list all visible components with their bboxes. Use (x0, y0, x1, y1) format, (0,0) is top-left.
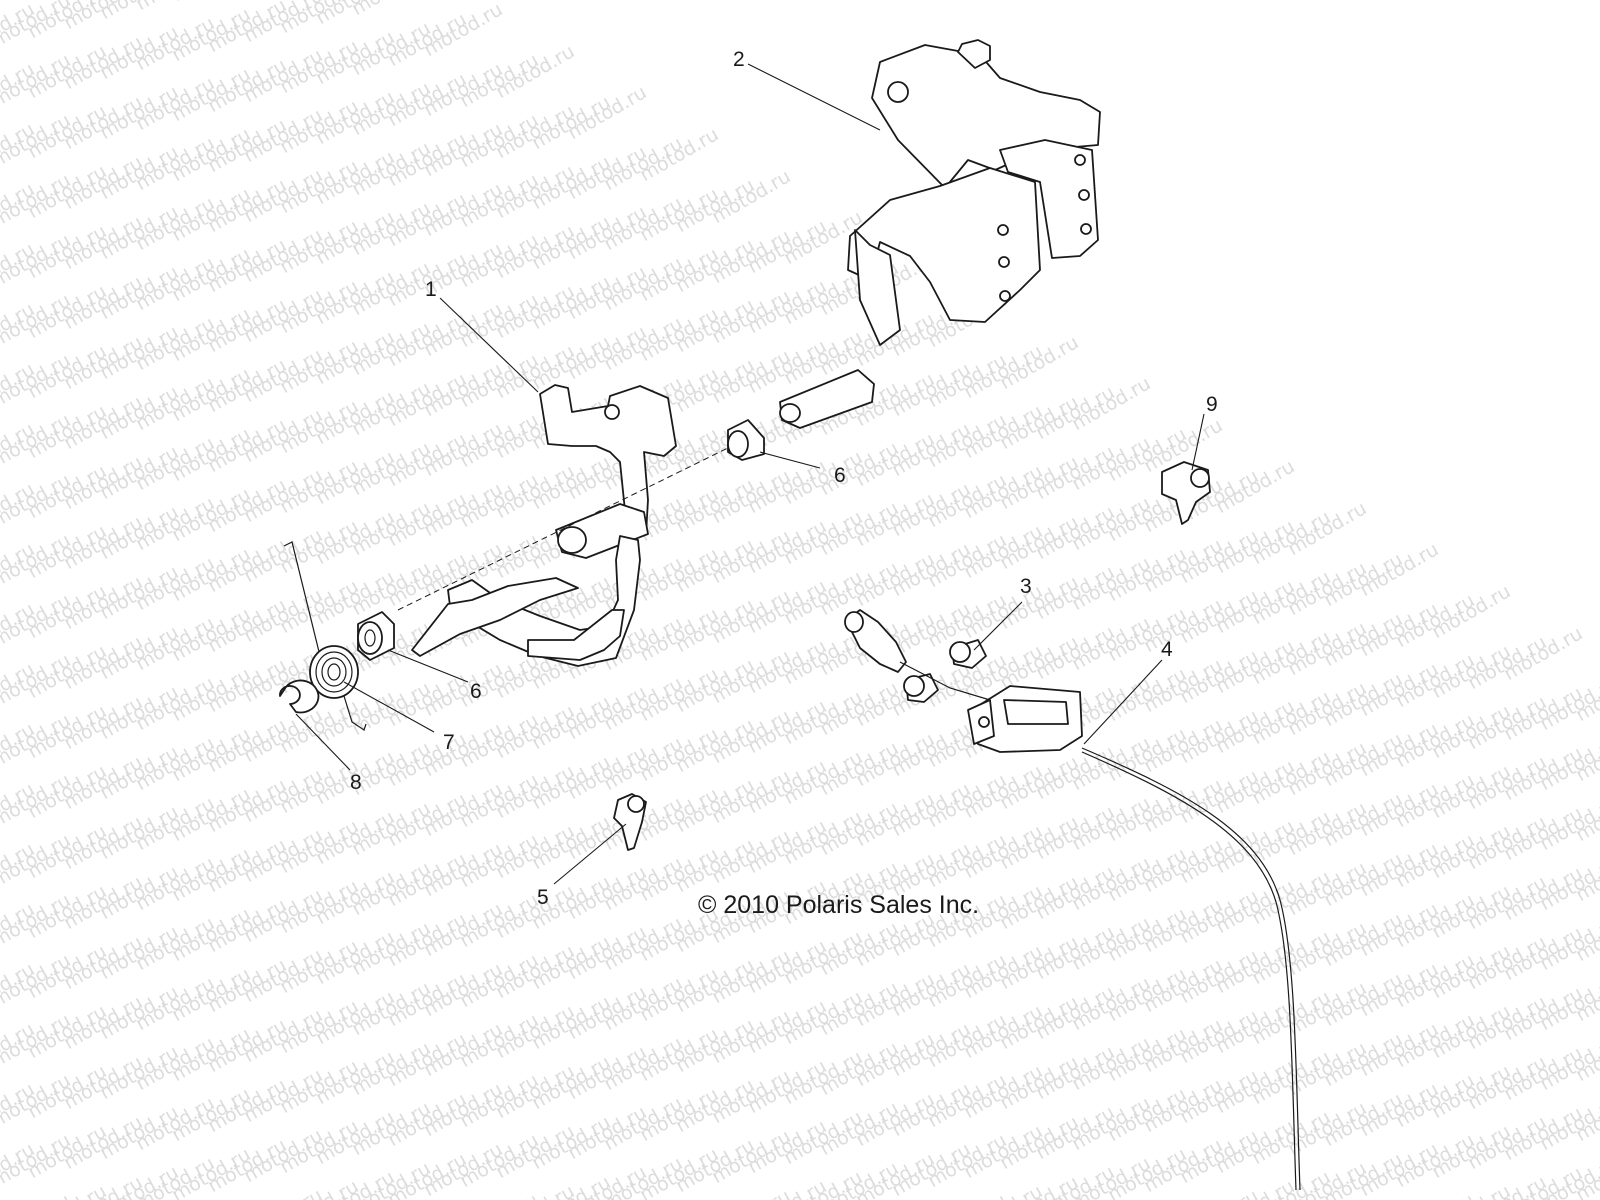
pin-upper (949, 639, 987, 669)
e-clip (279, 679, 320, 714)
callout-2: 2 (733, 48, 745, 71)
callout-5: 5 (537, 886, 549, 909)
bushing-upper (727, 419, 765, 461)
brake-pedal (411, 384, 677, 667)
leader-lines (295, 63, 1205, 885)
callout-6-upper: 6 (834, 464, 846, 487)
callout-4: 4 (1161, 638, 1173, 661)
clip (613, 793, 647, 851)
callouts: 1 2 3 4 5 6 6 7 8 9 (350, 48, 1218, 909)
assembly-axis (397, 443, 737, 611)
pedal-mount-bracket (779, 39, 1101, 429)
copyright-notice: © 2010 Polaris Sales Inc. (698, 891, 980, 919)
callout-8: 8 (350, 771, 362, 794)
brake-cable (844, 609, 1301, 1191)
callout-3: 3 (1020, 575, 1032, 598)
bushing-lower (357, 611, 395, 661)
cable-clamp (1161, 461, 1211, 525)
callout-9: 9 (1206, 393, 1218, 416)
callout-7: 7 (443, 731, 455, 754)
callout-1: 1 (425, 278, 437, 301)
torsion-spring (283, 541, 367, 731)
callout-6-lower: 6 (470, 680, 482, 703)
pin-lower (903, 673, 939, 703)
